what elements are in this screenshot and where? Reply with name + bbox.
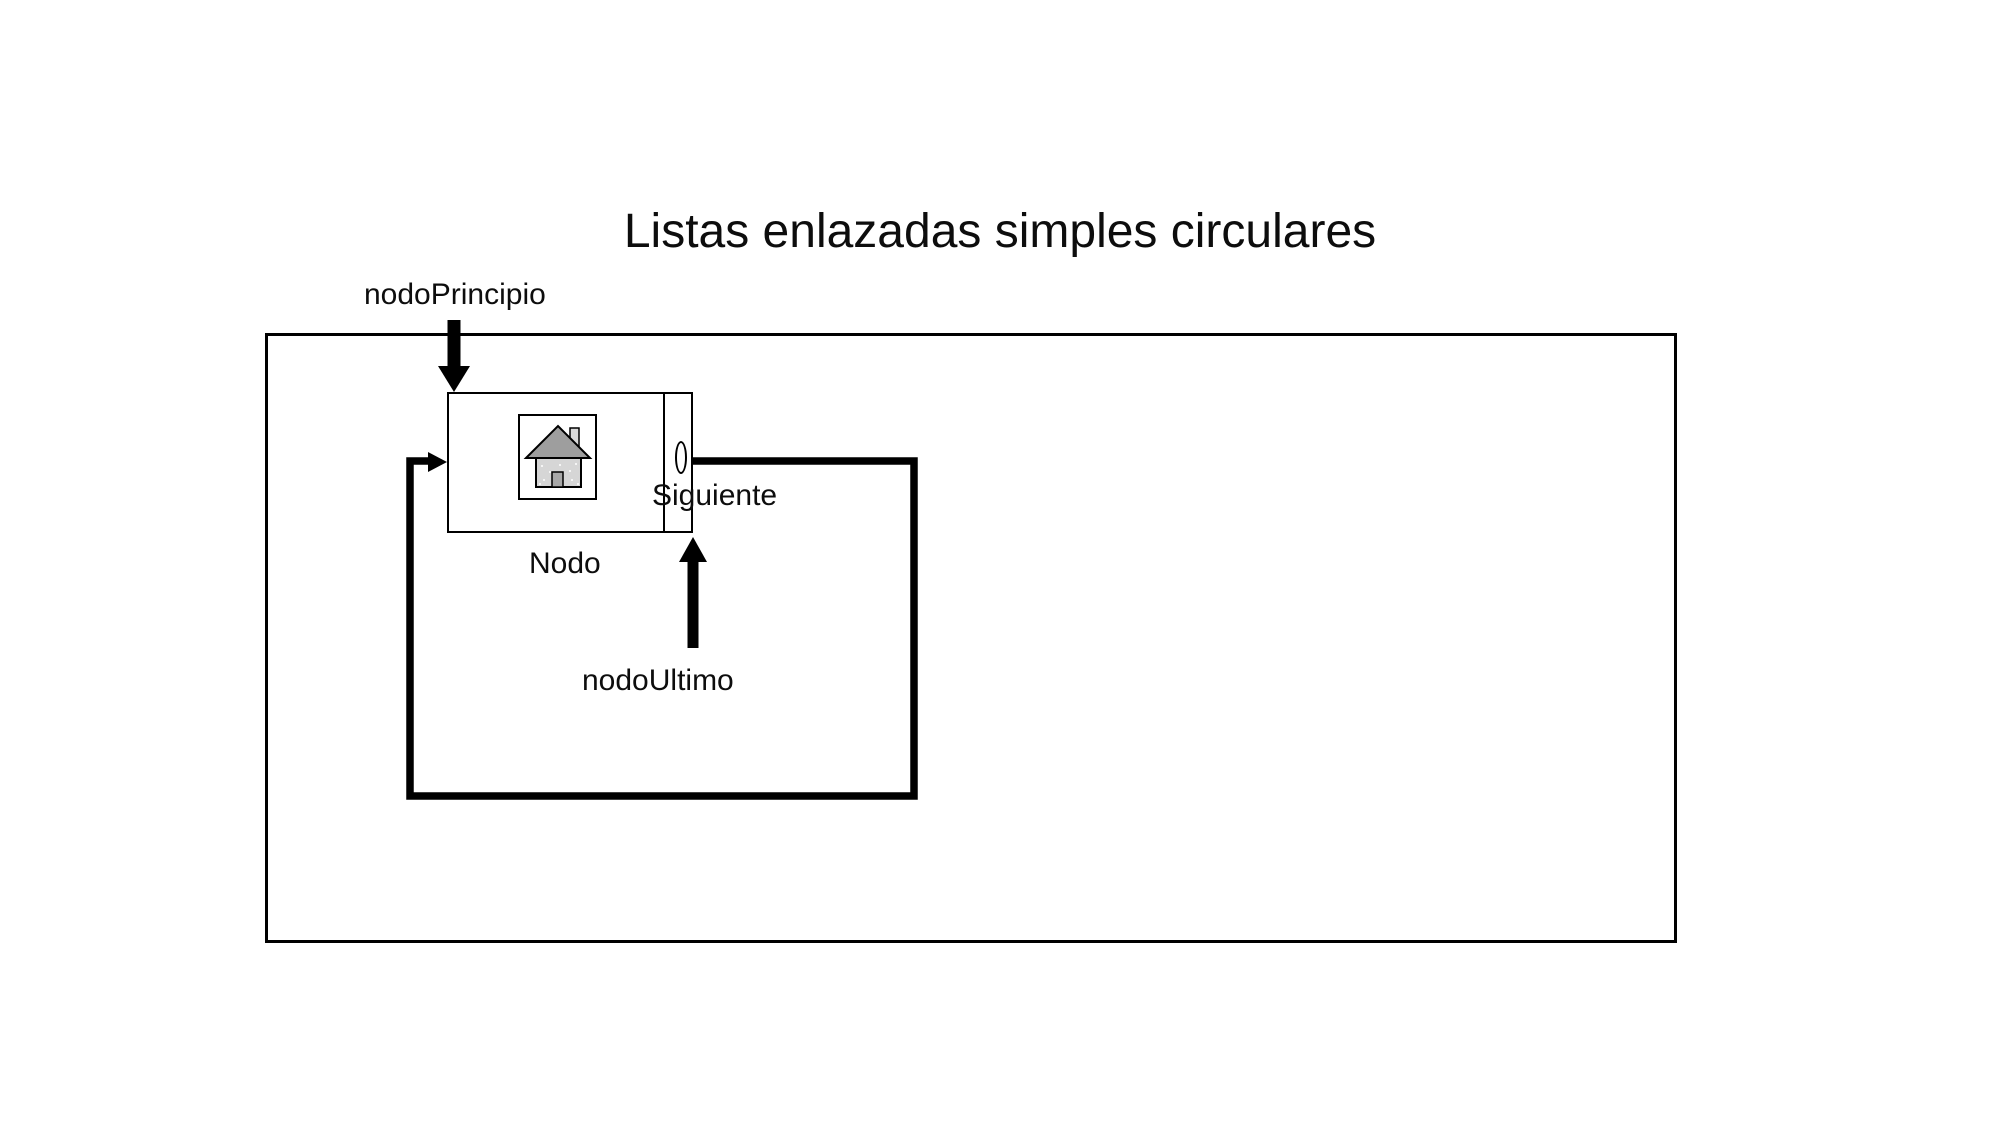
node-data-cell bbox=[518, 414, 597, 500]
house-roof bbox=[523, 424, 593, 459]
slide-title: Listas enlazadas simples circulares bbox=[623, 205, 1377, 258]
label-nodo-ultimo: nodoUltimo bbox=[582, 664, 734, 697]
house-door bbox=[551, 471, 564, 488]
label-nodo-principio: nodoPrincipio bbox=[364, 278, 546, 311]
oval-pointer-icon bbox=[675, 441, 687, 474]
house-icon bbox=[523, 424, 593, 488]
label-siguiente: Siguiente bbox=[652, 479, 778, 512]
list-boundary-box bbox=[265, 333, 1677, 943]
label-nodo: Nodo bbox=[529, 547, 601, 580]
